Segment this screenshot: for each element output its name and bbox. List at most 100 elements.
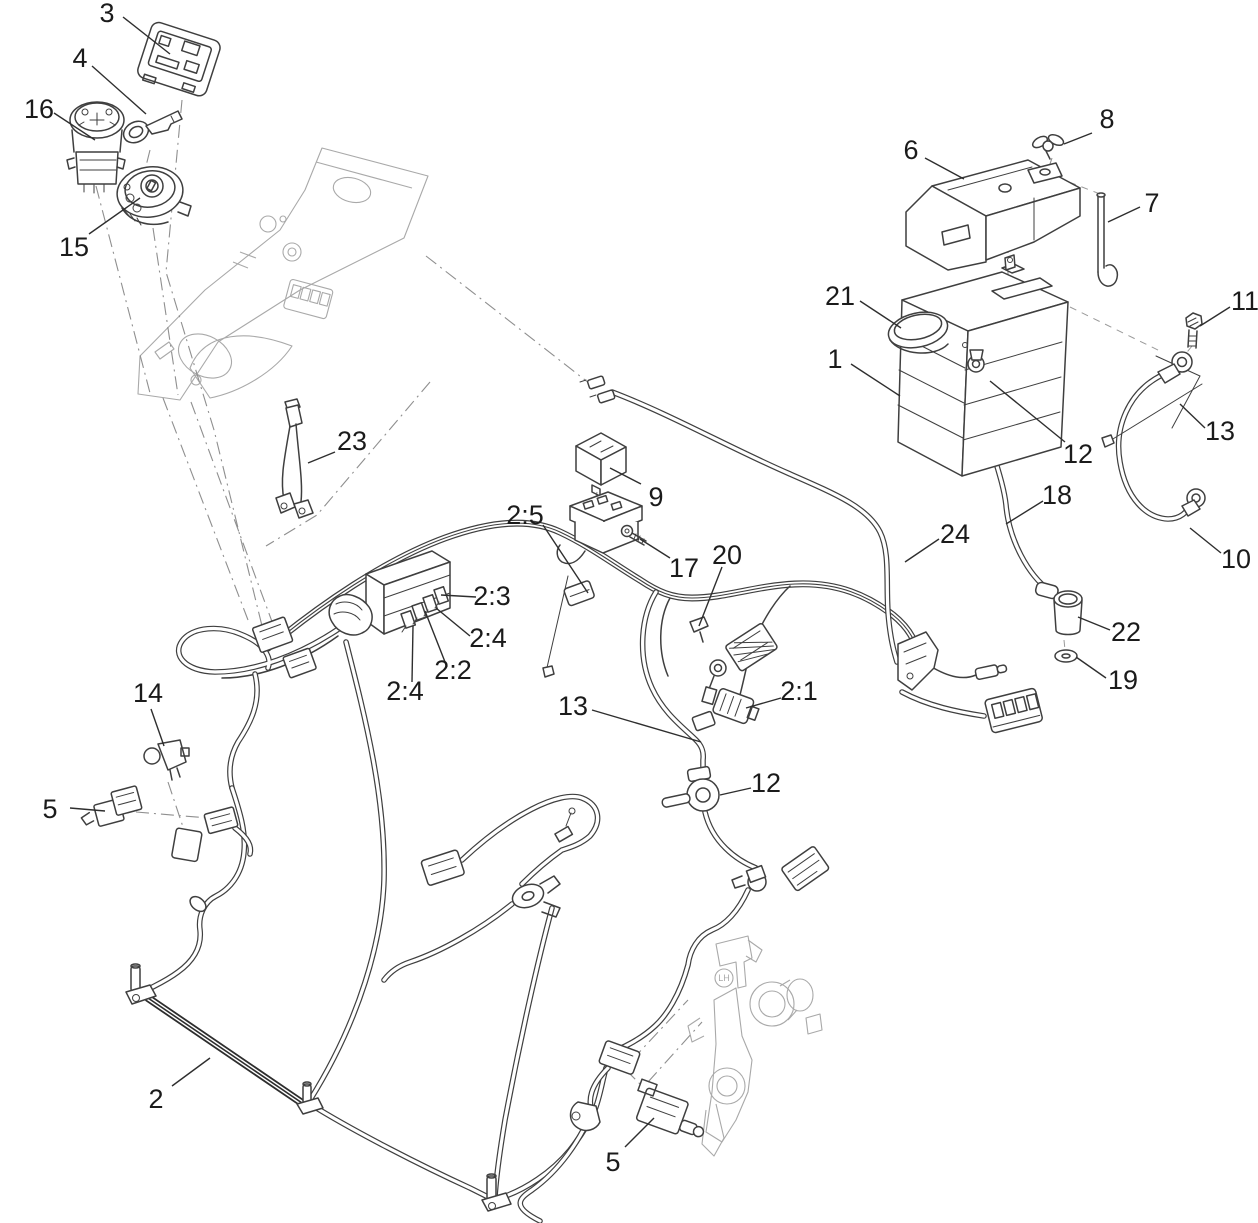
callout-label-1-24: 1 — [827, 344, 842, 374]
loop-grommet — [511, 875, 561, 918]
bracket-marking: LH — [718, 973, 730, 983]
callout-leader-4-1 — [91, 65, 147, 115]
callout-leader-2-5-6 — [542, 524, 589, 594]
fuse-holder-2-1 — [712, 688, 760, 725]
callout-label-2-4-12: 2:4 — [386, 676, 424, 706]
callout-label-24-27: 24 — [940, 519, 970, 549]
hour-meter-module — [137, 21, 221, 97]
callout-label-12-25: 12 — [1063, 439, 1093, 469]
callout-label-11-30: 11 — [1231, 286, 1258, 316]
harness-24-connector — [984, 687, 1043, 734]
switch-5-left — [80, 785, 143, 827]
grommet-12 — [661, 765, 720, 812]
wire-clamp-bottom — [569, 1101, 601, 1132]
callout-leader-15-3 — [88, 197, 141, 235]
washer-19 — [1054, 649, 1078, 663]
wing-nut-8 — [1031, 133, 1065, 160]
callout-label-15-3: 15 — [59, 232, 89, 262]
cluster-connector-4pin — [725, 622, 778, 672]
callout-leader-2-18 — [171, 1057, 211, 1087]
relay — [575, 432, 627, 497]
callout-leader-5-17 — [69, 807, 106, 812]
callout-label-13-31: 13 — [1205, 416, 1235, 446]
bolt-11 — [1185, 312, 1203, 349]
callout-leader-19-29 — [1075, 656, 1107, 679]
callout-leader-7-22 — [1107, 206, 1141, 223]
callout-label-9-5: 9 — [648, 482, 663, 512]
ghost-console-panel — [137, 147, 429, 401]
ring-terminal — [701, 659, 727, 706]
callout-leader-5-19 — [624, 1117, 655, 1148]
callout-label-2-1-14: 2:1 — [780, 676, 818, 706]
callout-leader-13-13 — [591, 709, 702, 743]
harness-clip-14 — [143, 739, 190, 781]
callout-leader-20-8 — [698, 566, 723, 627]
callout-leader-9-5 — [609, 467, 642, 485]
fuse-block — [365, 550, 451, 635]
battery-label — [991, 277, 1053, 300]
callout-label-2-2-11: 2:2 — [434, 655, 472, 685]
battery-terminal-bolt-12 — [967, 349, 985, 373]
switch-5-bottom-connector — [598, 1040, 641, 1075]
callout-leader-14-16 — [150, 708, 165, 747]
inline-fuse-2-5 — [563, 580, 595, 607]
callout-label-12-15: 12 — [751, 768, 781, 798]
loop-connector — [420, 849, 465, 886]
callout-leader-3-0 — [122, 16, 171, 55]
pto-switch — [66, 101, 126, 194]
callout-label-4-1: 4 — [72, 43, 87, 73]
ignition-switch — [116, 166, 192, 226]
callout-label-3-0: 3 — [99, 0, 114, 28]
callout-label-8-21: 8 — [1099, 104, 1114, 134]
callout-label-14-16: 14 — [133, 678, 163, 708]
callout-leader-11-30 — [1199, 306, 1231, 327]
fuses — [400, 586, 450, 633]
callout-label-22-28: 22 — [1111, 617, 1141, 647]
switch-connector-left — [203, 806, 239, 835]
callout-leader-2-3-9 — [440, 594, 477, 598]
ghost-caster-bracket: LH — [687, 935, 823, 1157]
callout-label-2-4-10: 2:4 — [469, 623, 507, 653]
callout-leader-12-15 — [719, 787, 752, 796]
callout-leader-24-27 — [904, 538, 940, 563]
callout-label-16-2: 16 — [24, 94, 54, 124]
callout-label-18-26: 18 — [1042, 480, 1072, 510]
callout-leader-2-2-11 — [424, 610, 448, 668]
ignition-key — [122, 110, 183, 144]
harness-24-bracket — [897, 631, 939, 691]
part-23-wire-assembly — [275, 398, 314, 519]
callout-leader-22-28 — [1077, 616, 1111, 631]
callout-label-6-20: 6 — [903, 135, 918, 165]
callout-leader-16-2 — [53, 112, 96, 141]
callout-label-5-17: 5 — [42, 794, 57, 824]
bullet-terminal — [974, 664, 1008, 681]
callout-label-5-19: 5 — [605, 1147, 620, 1177]
callout-label-2-5-6: 2:5 — [506, 500, 544, 530]
callout-leader-6-20 — [924, 157, 965, 180]
callout-leader-13-31 — [1179, 403, 1206, 429]
harness-ground-clip-bottom — [481, 1173, 512, 1212]
callout-leader-10-32 — [1189, 527, 1222, 554]
callout-label-10-32: 10 — [1221, 544, 1251, 574]
projection-lines — [95, 99, 1201, 1087]
inline-holder — [171, 827, 203, 863]
callout-leader-17-7 — [639, 538, 671, 559]
small-connector — [691, 710, 716, 732]
callout-leader-2-4-12 — [411, 625, 414, 683]
callout-label-2-18: 2 — [148, 1084, 163, 1114]
callout-label-23-4: 23 — [337, 426, 367, 456]
spade-terminals-24 — [579, 375, 616, 404]
callout-label-21-23: 21 — [825, 281, 855, 311]
callout-label-2-3-9: 2:3 — [473, 581, 511, 611]
callout-leader-21-23 — [859, 300, 902, 329]
callout-label-20-8: 20 — [712, 540, 742, 570]
callout-leader-1-24 — [850, 363, 901, 397]
harness-left-connectors — [251, 616, 317, 679]
terminal-boot-22 — [1034, 581, 1083, 636]
callout-label-13-13: 13 — [558, 691, 588, 721]
callout-leader-12-25 — [989, 380, 1066, 443]
battery-cover — [905, 159, 1081, 271]
harness-ground-clip-mid — [296, 1081, 324, 1115]
